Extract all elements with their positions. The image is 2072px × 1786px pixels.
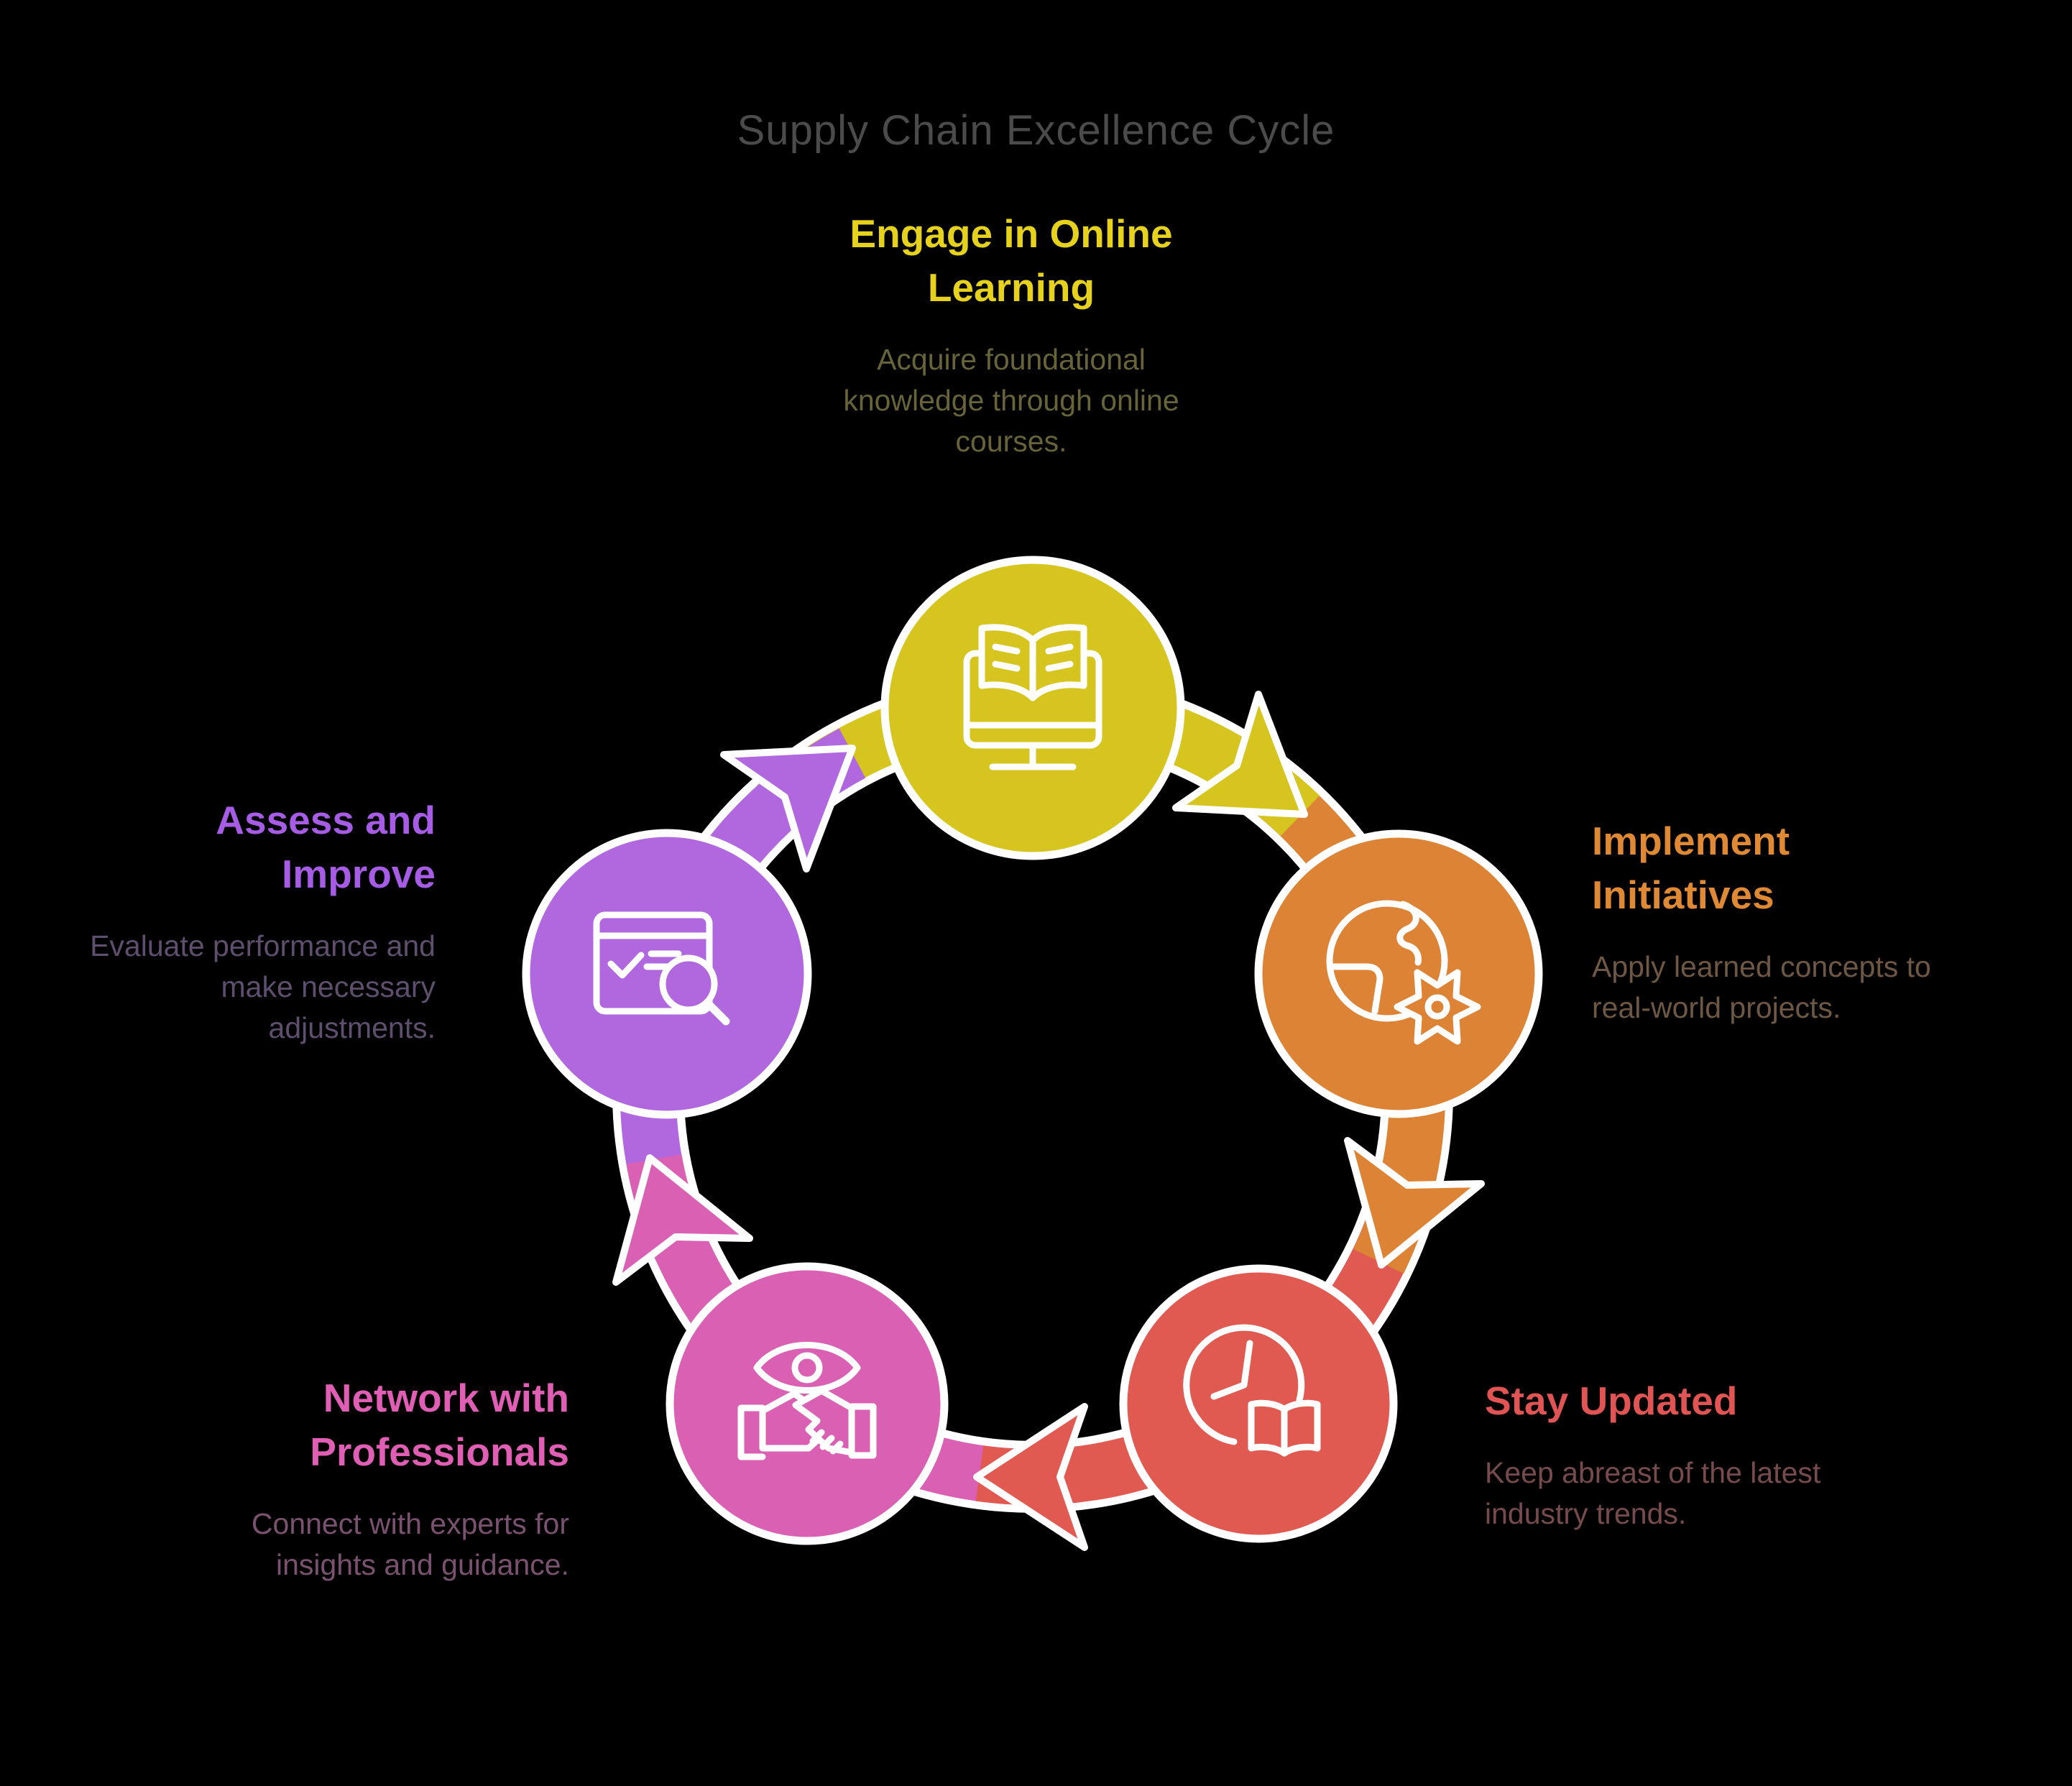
step-description: Acquire foundational knowledge through o… — [724, 339, 1299, 462]
arrowhead-pink — [612, 1154, 753, 1286]
description-line: Apply learned concepts to — [1592, 950, 1931, 983]
description-line: adjustments. — [268, 1011, 436, 1044]
step-description: Connect with experts for insights and gu… — [23, 1504, 569, 1585]
description-line: insights and guidance. — [275, 1548, 569, 1581]
heading-line: Initiatives — [1592, 873, 1774, 917]
checklist-window-magnifier-icon — [593, 911, 730, 1026]
arrowhead-yellow — [1172, 691, 1308, 818]
heading-line: Assess and — [216, 798, 436, 842]
step-circle-implement-initiatives — [1254, 829, 1543, 1118]
step-description: Apply learned concepts to real-world pro… — [1592, 947, 2052, 1028]
description-line: real-world projects. — [1592, 991, 1841, 1024]
description-line: Acquire foundational — [877, 343, 1146, 376]
description-line: Keep abreast of the latest — [1485, 1456, 1821, 1489]
page-title: Supply Chain Excellence Cycle — [737, 107, 1335, 154]
step-description: Keep abreast of the latest industry tren… — [1485, 1453, 1988, 1534]
description-line: Connect with experts for — [251, 1507, 569, 1540]
step-text-engage-online-learning: Engage in Online Learning Acquire founda… — [724, 207, 1299, 462]
step-text-stay-updated: Stay Updated Keep abreast of the latest … — [1485, 1374, 1988, 1534]
step-heading: Implement Initiatives — [1592, 814, 2052, 922]
arrowhead-purple — [720, 745, 856, 873]
step-text-assess-improve: Assess and Improve Evaluate performance … — [0, 793, 436, 1049]
clock-open-book-icon — [1183, 1324, 1321, 1457]
heading-line: Network with — [323, 1376, 569, 1420]
description-line: knowledge through online — [843, 384, 1179, 417]
step-heading: Assess and Improve — [0, 793, 436, 901]
eye-handshake-icon — [737, 1342, 877, 1460]
description-line: industry trends. — [1485, 1497, 1687, 1530]
heading-line: Professionals — [310, 1430, 569, 1474]
step-heading: Engage in Online Learning — [724, 207, 1299, 315]
step-text-network-professionals: Network with Professionals Connect with … — [23, 1371, 569, 1585]
step-description: Evaluate performance and make necessary … — [0, 926, 436, 1049]
monitor-open-book-icon — [963, 624, 1102, 770]
step-circle-engage-online-learning — [880, 556, 1185, 860]
heading-line: Engage in Online — [849, 211, 1173, 256]
heading-line: Stay Updated — [1485, 1378, 1738, 1423]
heading-line: Improve — [282, 852, 436, 896]
heading-line: Learning — [927, 265, 1095, 310]
heading-line: Implement — [1592, 819, 1790, 863]
description-line: Evaluate performance and — [90, 929, 436, 962]
arrowhead-red — [973, 1403, 1088, 1551]
step-heading: Network with Professionals — [23, 1371, 569, 1479]
step-text-implement-initiatives: Implement Initiatives Apply learned conc… — [1592, 814, 2052, 1028]
description-line: courses. — [955, 425, 1067, 458]
globe-gear-icon — [1326, 900, 1481, 1045]
description-line: make necessary — [221, 970, 436, 1003]
step-heading: Stay Updated — [1485, 1374, 1988, 1428]
arrowhead-orange — [1344, 1137, 1485, 1269]
